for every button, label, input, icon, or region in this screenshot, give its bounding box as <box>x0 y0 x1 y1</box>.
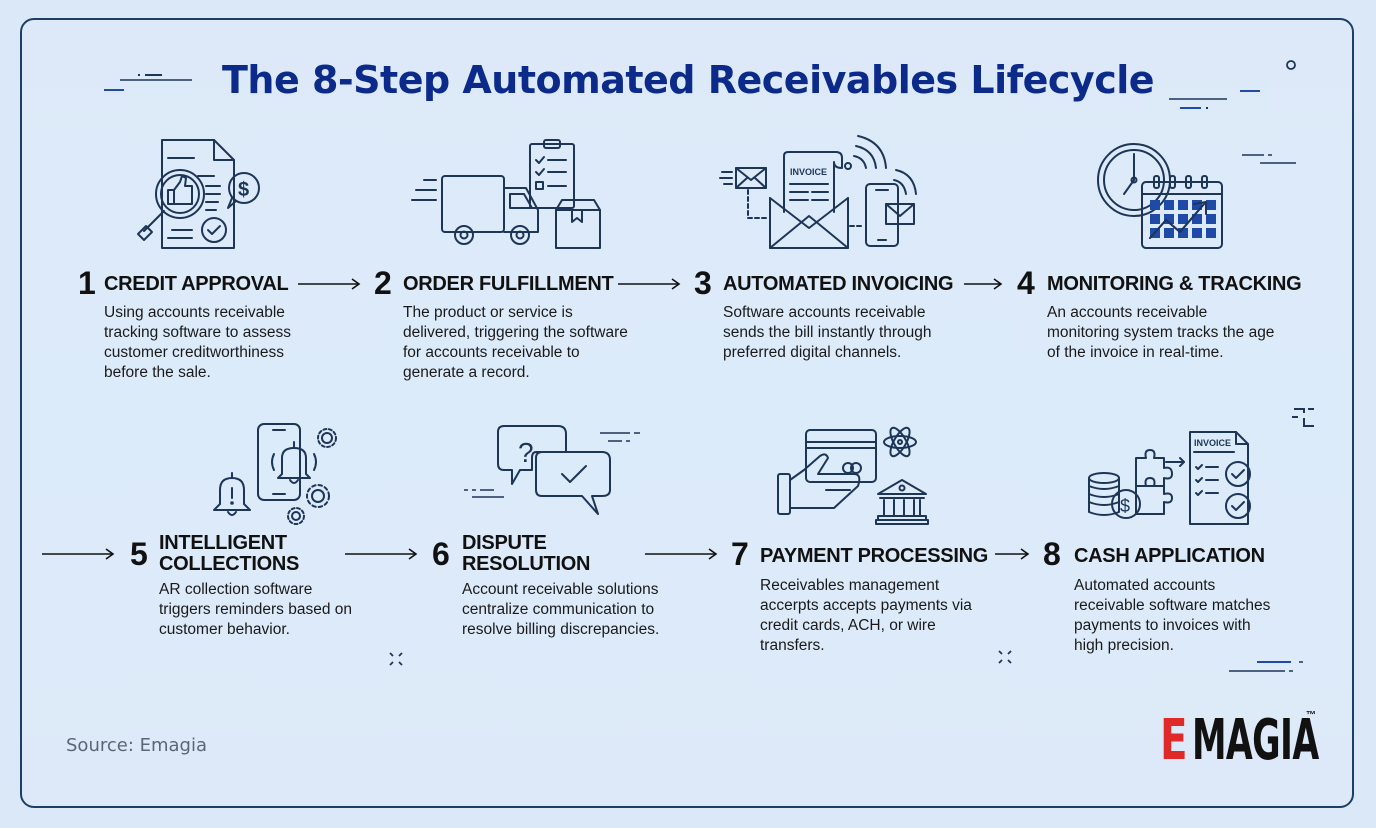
hand-card-bank-icon <box>774 420 944 537</box>
step-6-heading-line1: DISPUTE <box>462 532 547 554</box>
step-5-number: 5 <box>130 536 148 572</box>
calendar-day-square <box>1206 200 1216 210</box>
arrow-4-to-5 <box>42 547 116 561</box>
chat-bubbles-question-check-icon: ? <box>496 422 636 527</box>
step-1-number: 1 <box>78 265 96 301</box>
svg-text:$: $ <box>1120 496 1130 516</box>
invoice-label: INVOICE <box>1194 438 1231 448</box>
coins-puzzle-invoice-icon: $ INVOICE <box>1084 422 1264 539</box>
decorative-dashes <box>104 74 192 91</box>
delivery-truck-clipboard-box-icon <box>410 138 610 255</box>
arrow-5-to-6 <box>345 547 419 561</box>
calendar-day-square <box>1192 214 1202 224</box>
decorative-bracket <box>1292 408 1314 427</box>
calendar-day-square <box>1164 200 1174 210</box>
calendar-day-square <box>1150 214 1160 224</box>
logo-first-letter: E <box>1160 708 1188 773</box>
step-7-number: 7 <box>731 536 749 572</box>
calendar-day-square <box>1192 200 1202 210</box>
step-6-number: 6 <box>432 536 450 572</box>
infographic-frame <box>20 18 1354 808</box>
invoice-label: INVOICE <box>790 167 827 177</box>
svg-text:$: $ <box>238 179 249 201</box>
clock-calendar-trend-icon <box>1096 138 1236 255</box>
step-5-heading-line1: INTELLIGENT <box>159 532 287 554</box>
decorative-sparkle <box>389 652 403 666</box>
step-4-heading: MONITORING & TRACKING <box>1047 273 1302 295</box>
arrow-3-to-4 <box>964 277 1004 291</box>
invoice-envelope-phone-icon: INVOICE <box>718 135 928 255</box>
decorative-sparkle <box>998 650 1012 664</box>
emagia-logo: E MAGIA <box>1160 708 1319 774</box>
step-2-number: 2 <box>374 265 392 301</box>
logo-rest: MAGIA <box>1192 708 1319 773</box>
phone-bell-gears-icon <box>210 418 350 535</box>
step-7-description: Receivables management accerpts accepts … <box>760 577 972 654</box>
step-8-heading: CASH APPLICATION <box>1074 545 1265 567</box>
step-4-description: An accounts receivable monitoring system… <box>1047 304 1275 361</box>
arrow-7-to-8 <box>995 547 1035 561</box>
step-1-heading: CREDIT APPROVAL <box>104 273 289 295</box>
calendar-day-square <box>1178 200 1188 210</box>
calendar-day-square <box>1164 228 1174 238</box>
step-5-description: AR collection software triggers reminder… <box>159 581 352 638</box>
trademark-symbol: ™ <box>1306 710 1316 721</box>
calendar-day-square <box>1150 200 1160 210</box>
calendar-day-square <box>1164 214 1174 224</box>
step-8-description: Automated accounts receivable software m… <box>1074 577 1271 654</box>
calendar-day-square <box>1178 228 1188 238</box>
calendar-day-square <box>1192 228 1202 238</box>
step-1-description: Using accounts receivable tracking softw… <box>104 304 291 381</box>
step-3-heading: AUTOMATED INVOICING <box>723 273 954 295</box>
step-3-number: 3 <box>694 265 712 301</box>
calendar-day-square <box>1206 214 1216 224</box>
step-5-heading-line2: COLLECTIONS <box>159 553 300 575</box>
arrow-1-to-2 <box>298 277 362 291</box>
step-2-description: The product or service is delivered, tri… <box>403 304 628 381</box>
svg-text:?: ? <box>518 437 534 468</box>
step-4-number: 4 <box>1017 265 1035 301</box>
calendar-day-square <box>1178 214 1188 224</box>
decorative-dashes <box>600 432 640 442</box>
step-8-number: 8 <box>1043 536 1061 572</box>
decorative-dashes <box>1169 60 1296 109</box>
decorative-dashes <box>1229 661 1303 672</box>
step-3-description: Software accounts receivable sends the b… <box>723 304 932 361</box>
arrow-6-to-7 <box>645 547 719 561</box>
step-2-heading: ORDER FULFILLMENT <box>403 273 614 295</box>
arrow-2-to-3 <box>618 277 682 291</box>
decorative-dashes <box>464 489 504 498</box>
source-label: Source: Emagia <box>66 735 208 756</box>
calendar-day-square <box>1206 228 1216 238</box>
document-magnifier-thumbs-up-icon: $ <box>132 138 262 255</box>
decorative-dashes <box>1242 154 1296 164</box>
step-7-heading: PAYMENT PROCESSING <box>760 545 988 567</box>
step-6-heading-line2: RESOLUTION <box>462 553 591 575</box>
step-6-description: Account receivable solutions centralize … <box>462 581 660 638</box>
page-title: The 8-Step Automated Receivables Lifecyc… <box>221 58 1155 102</box>
